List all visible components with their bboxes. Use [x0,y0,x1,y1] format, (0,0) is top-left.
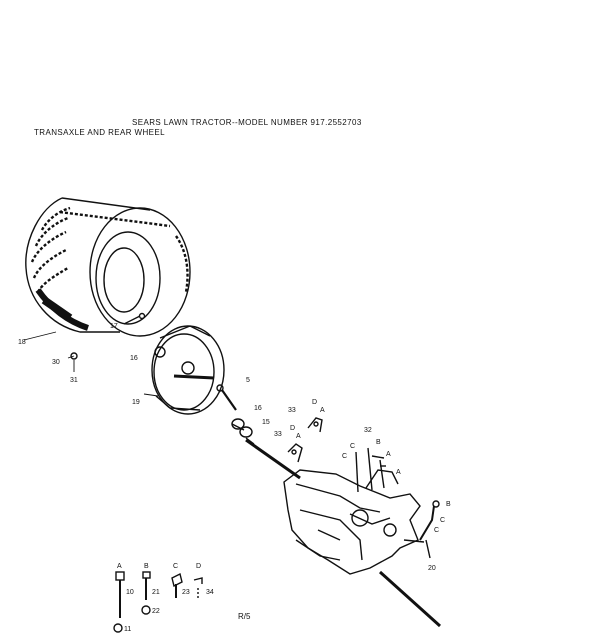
callout-cap-31: 31 [70,377,78,384]
diagram-title: SEARS LAWN TRACTOR--MODEL NUMBER 917.255… [132,118,362,127]
callout-c-right-b: C [434,527,439,534]
bracket-upper [307,417,323,433]
axle-shaft-left [245,438,301,480]
legend-23: 23 [182,589,190,596]
hardware-legend [113,571,203,633]
callout-32: 32 [364,427,372,434]
callout-20: 20 [428,565,436,572]
legend-22: 22 [152,608,160,615]
tire [25,197,191,337]
legend-10: 10 [126,589,134,596]
legend-34: 34 [206,589,214,596]
callout-d-upper: D [312,399,317,406]
callout-c-left-a: C [350,443,355,450]
legend-b: B [144,563,149,570]
cap-part [70,352,78,360]
callout-spacer-15: 15 [262,419,270,426]
valve-stem [123,312,146,325]
callout-bracket-33b: 33 [274,431,282,438]
bracket-lower [287,443,303,463]
callout-bolt-5: 5 [246,377,250,384]
shift-lever [403,500,440,559]
rim-washer [154,346,166,358]
callout-spacer-16: 16 [254,405,262,412]
callout-a-mid2: A [396,469,401,476]
callout-tire: 18 [18,339,26,346]
callout-a-lower: A [296,433,301,440]
axle-bolt [216,384,237,411]
callout-c-right-a: C [440,517,445,524]
callout-a-mid1: A [386,451,391,458]
callout-cap-30: 30 [52,359,60,366]
callout-bracket-33a: 33 [288,407,296,414]
callout-valve: 17 [110,323,118,330]
callout-a-upper: A [320,407,325,414]
legend-c: C [173,563,178,570]
linkage-rods [355,447,386,493]
diagram-subtitle: TRANSAXLE AND REAR WHEEL [34,128,165,137]
callout-b-right: B [446,501,451,508]
callout-washer: 16 [130,355,138,362]
page-reference: R/5 [238,612,251,621]
transaxle-housing [283,459,421,575]
callout-b-mid: B [376,439,381,446]
callout-d-lower: D [290,425,295,432]
legend-11: 11 [124,626,131,633]
legend-a: A [117,563,122,570]
axle-spacers [231,418,255,445]
legend-d: D [196,563,201,570]
axle-shaft-right [378,570,442,628]
wheel-rim [151,325,225,415]
legend-21: 21 [152,589,160,596]
callout-c-left-b: C [342,453,347,460]
callout-rim: 19 [132,399,140,406]
